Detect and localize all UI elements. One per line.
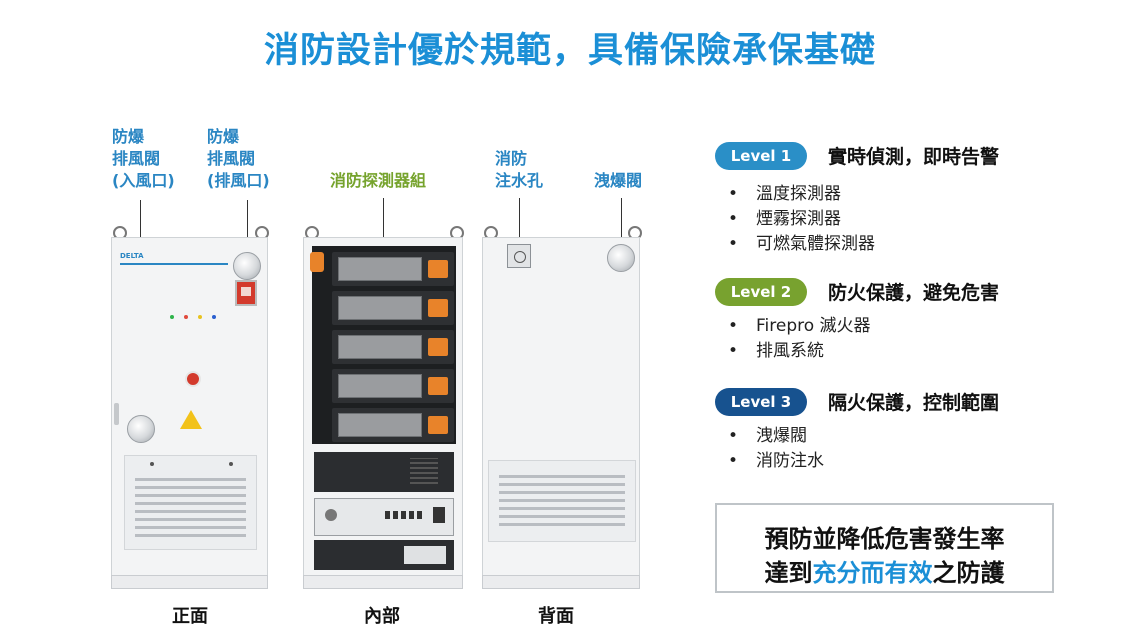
- list-item: •可燃氣體探測器: [728, 234, 875, 254]
- caption-back: 背面: [538, 606, 574, 627]
- caption-front: 正面: [172, 606, 208, 627]
- level-3-badge: Level 3: [715, 388, 807, 416]
- fire-extinguisher-panel-icon: [235, 280, 257, 306]
- indicator-light-icon: [198, 315, 202, 319]
- battery-module: [332, 252, 454, 286]
- leader-line-outlet: [247, 200, 248, 250]
- cabinet-base: [303, 575, 463, 589]
- explosion-vent-valve-icon: [233, 252, 261, 280]
- summary-box: 預防並降低危害發生率 達到充分而有效之防護: [715, 503, 1054, 593]
- battery-rack: [310, 246, 456, 444]
- control-unit: [314, 498, 454, 536]
- emergency-stop-button-icon: [185, 371, 201, 387]
- list-item: •洩爆閥: [728, 426, 807, 446]
- label-front-inlet: 防爆 排風閥 (入風口): [112, 127, 175, 190]
- brand-logo: DELTA: [120, 252, 144, 260]
- label-relief-valve: 洩爆閥: [594, 171, 643, 190]
- label-water-inlet: 消防 注水孔: [495, 149, 544, 190]
- battery-module: [332, 291, 454, 325]
- bms-unit: [314, 540, 454, 570]
- leader-line-water: [519, 198, 520, 244]
- summary-line-2: 達到充分而有效之防護: [764, 559, 1005, 587]
- fire-detector-icon: [310, 252, 324, 272]
- cabinet-back-body: [482, 237, 640, 577]
- battery-module: [332, 408, 454, 442]
- level-1-badge: Level 1: [715, 142, 807, 170]
- explosion-relief-valve-icon: [607, 244, 635, 272]
- label-detectors: 消防探測器組: [330, 171, 427, 190]
- indicator-light-icon: [184, 315, 188, 319]
- level-2-badge: Level 2: [715, 278, 807, 306]
- list-item: •煙霧探測器: [728, 209, 841, 229]
- power-conversion-unit: [314, 452, 454, 492]
- explosion-vent-valve-icon: [127, 415, 155, 443]
- level-2-heading: 防火保護，避免危害: [828, 282, 1000, 304]
- cabinet-base: [111, 575, 268, 589]
- level-1-heading: 實時偵測，即時告警: [828, 146, 1000, 168]
- summary-line-1: 預防並降低危害發生率: [764, 525, 1005, 553]
- high-voltage-warning-icon: [180, 410, 202, 429]
- brand-stripe: [120, 263, 228, 265]
- list-item: •消防注水: [728, 451, 824, 471]
- label-front-outlet: 防爆 排風閥 (排風口): [207, 127, 270, 190]
- water-inlet-icon: [507, 244, 531, 268]
- cabinet-inside-body: [303, 237, 463, 577]
- cabinet-front-body: DELTA: [111, 237, 268, 577]
- list-item: •排風系統: [728, 341, 824, 361]
- air-vent-grille: [488, 460, 636, 542]
- leader-line-detectors: [383, 198, 384, 258]
- battery-module: [332, 369, 454, 403]
- air-vent-grille: [124, 455, 257, 550]
- list-item: •Firepro 滅火器: [728, 316, 871, 336]
- cabinet-base: [482, 575, 640, 589]
- page-title: 消防設計優於規範，具備保險承保基礎: [263, 31, 876, 71]
- indicator-light-icon: [170, 315, 174, 319]
- caption-inside: 內部: [364, 606, 400, 627]
- level-3-heading: 隔火保護，控制範圍: [828, 392, 1000, 414]
- door-handle-icon: [114, 403, 119, 425]
- list-item: •溫度探測器: [728, 184, 841, 204]
- leader-line-relief: [621, 198, 622, 244]
- indicator-light-icon: [212, 315, 216, 319]
- battery-module: [332, 330, 454, 364]
